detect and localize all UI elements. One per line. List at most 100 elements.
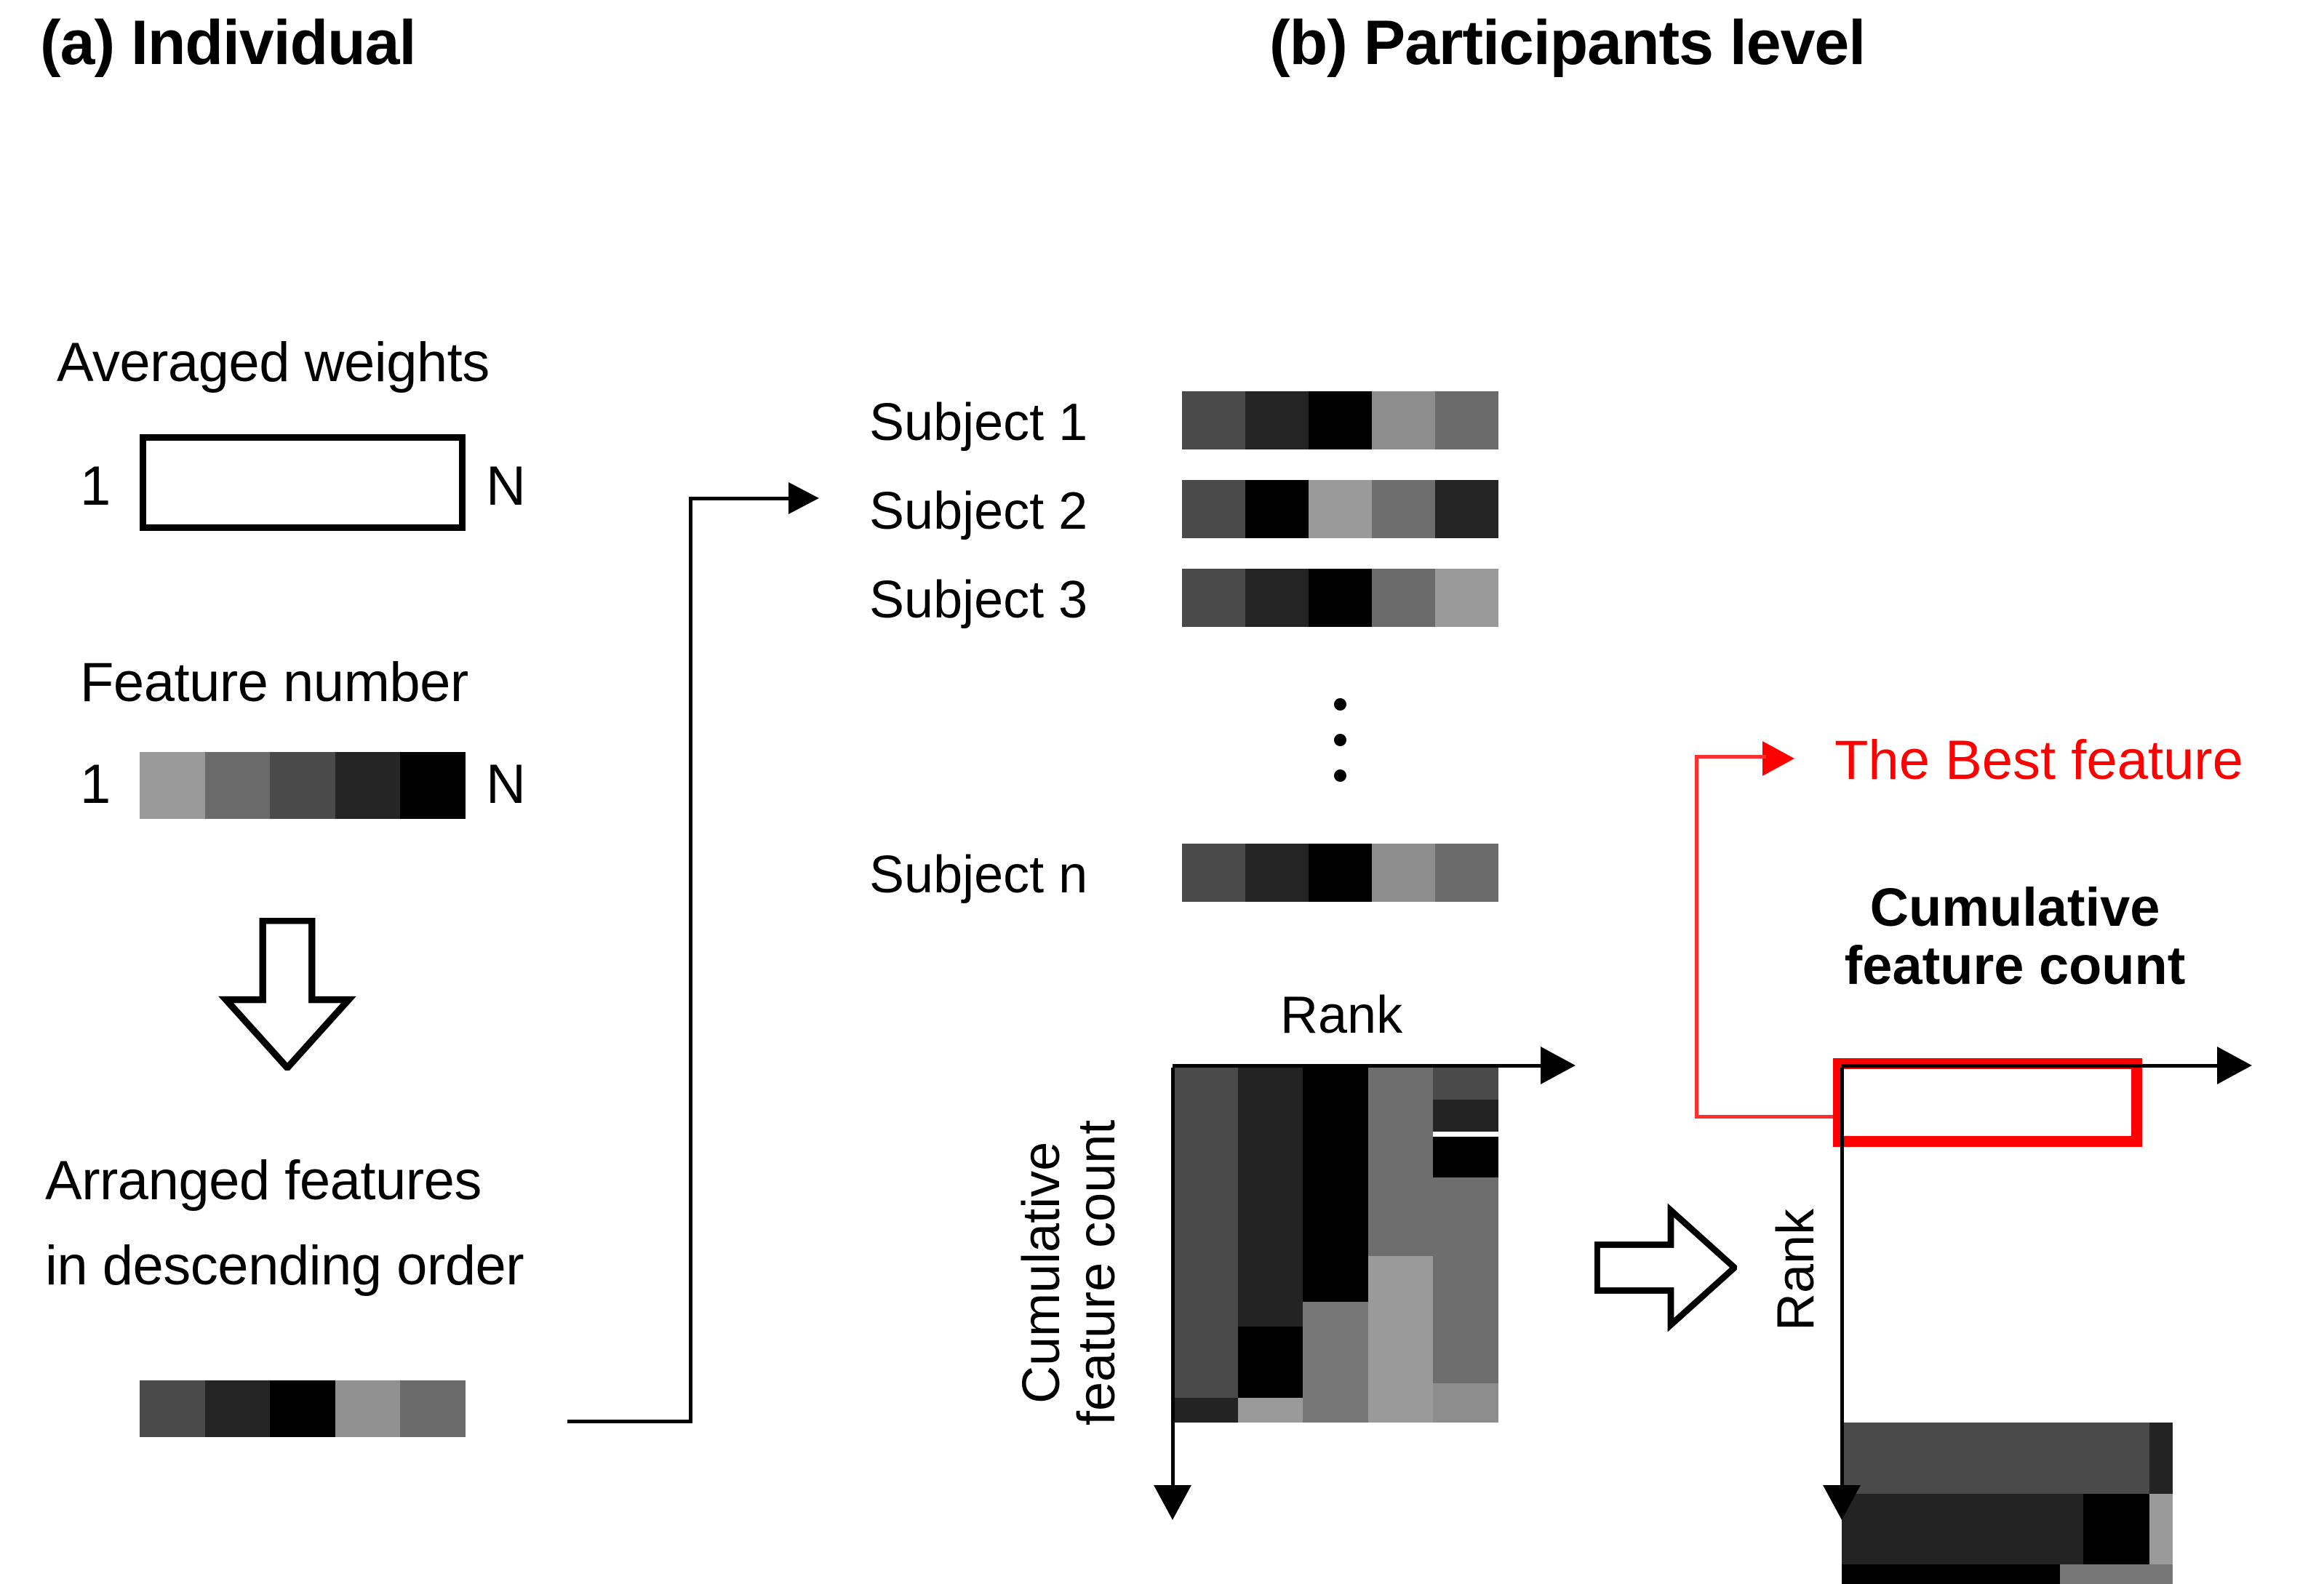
subject-2-strip — [1182, 480, 1498, 538]
subject-n-strip — [1182, 844, 1498, 902]
arranged-features-segment-2 — [204, 1380, 271, 1437]
averaged-weights-start-label: 1 — [80, 455, 111, 517]
best-feature-callout-vertical — [1695, 755, 1698, 1119]
subject-3-label: Subject 3 — [869, 571, 1088, 629]
feature-number-start-label: 1 — [80, 753, 111, 815]
left-cumulative-feature-count-map — [1173, 1068, 1498, 1423]
arranged-features-strip — [140, 1380, 466, 1437]
heatmap-cell-r2-b3 — [1237, 1397, 1303, 1423]
feature-number-caption: Feature number — [80, 652, 468, 713]
subject-n-label: Subject n — [869, 846, 1088, 904]
arranged-features-segment-3 — [270, 1380, 335, 1437]
connector-horizontal-lower — [567, 1420, 692, 1423]
right-map-title-line2: feature count — [1844, 935, 2186, 996]
subject-2-label: Subject 2 — [869, 482, 1088, 540]
subject-3-segment-2 — [1245, 569, 1309, 627]
subject-3-segment-1 — [1182, 569, 1245, 627]
heatmap-cell-r5-b1 — [1433, 1068, 1498, 1100]
left-map-y-axis-label-line1: Cumulative — [1013, 1141, 1071, 1404]
right-map-title: Cumulative feature count — [1797, 879, 2233, 995]
subject-2-segment-1 — [1182, 480, 1245, 538]
subject-2-segment-2 — [1245, 480, 1309, 538]
heatmap-cell-r1-b2 — [2149, 1423, 2173, 1494]
subject-2-segment-4 — [1372, 480, 1435, 538]
feature-number-segment-3 — [270, 752, 335, 819]
feature-number-end-label: N — [486, 753, 526, 815]
connector-vertical — [689, 497, 692, 1423]
heatmap-cell-r4-b2 — [1367, 1255, 1434, 1423]
subject-4-segment-5 — [1435, 844, 1498, 902]
subject-1-segment-5 — [1435, 391, 1498, 449]
subject-1-segment-4 — [1372, 391, 1435, 449]
best-feature-callout-horizontal-top — [1695, 755, 1766, 759]
feature-number-segment-2 — [204, 752, 271, 819]
right-map-top-axis — [1842, 1064, 2220, 1068]
heatmap-cell-r5-b4 — [1433, 1137, 1498, 1178]
averaged-weights-end-label: N — [486, 455, 526, 517]
heatmap-cell-r3-b2 — [1303, 1302, 1368, 1423]
arranged-features-segment-4 — [335, 1380, 401, 1437]
feature-number-strip — [140, 752, 466, 819]
right-map-left-axis — [1840, 1068, 1844, 1488]
subject-3-segment-4 — [1372, 569, 1435, 627]
heatmap-cell-r3-b1 — [1303, 1068, 1368, 1303]
connector-arrowhead-icon — [788, 482, 819, 514]
heatmap-cell-r1-b1 — [1173, 1068, 1238, 1398]
heatmap-cell-r2-b3 — [2149, 1493, 2173, 1565]
heatmap-cell-r5-b6 — [1433, 1383, 1498, 1423]
panel-b-title: (b) Participants level — [1269, 8, 1866, 78]
feature-number-segment-1 — [140, 752, 205, 819]
heatmap-cell-r3-b1 — [1842, 1564, 2061, 1584]
subject-2-segment-3 — [1309, 480, 1372, 538]
subject-4-segment-1 — [1182, 844, 1245, 902]
connector-horizontal-upper — [689, 497, 792, 500]
heatmap-cell-r5-b5 — [1433, 1177, 1498, 1384]
right-cumulative-feature-count-map — [1842, 1423, 2173, 1584]
subject-1-segment-3 — [1309, 391, 1372, 449]
left-map-left-axis — [1171, 1068, 1175, 1488]
arranged-features-caption-line1: Arranged features — [45, 1150, 482, 1212]
vertical-ellipsis-icon — [1333, 698, 1347, 782]
heatmap-cell-r5-b3 — [1433, 1131, 1498, 1137]
feature-number-segment-5 — [400, 752, 466, 819]
heatmap-cell-r3-b2 — [2060, 1564, 2173, 1584]
subject-1-strip — [1182, 391, 1498, 449]
right-map-y-axis-label: Rank — [1767, 1208, 1825, 1331]
arranged-features-segment-5 — [400, 1380, 466, 1437]
subject-4-segment-2 — [1245, 844, 1309, 902]
heatmap-cell-r1-b1 — [1842, 1423, 2150, 1494]
panel-a-title: (a) Individual — [40, 8, 416, 78]
subject-1-segment-1 — [1182, 391, 1245, 449]
best-feature-arrowhead-icon — [1762, 741, 1794, 776]
best-feature-callout-horizontal-bottom — [1695, 1115, 1844, 1119]
subject-1-segment-2 — [1245, 391, 1309, 449]
right-map-y-axis-label-text: Rank — [1767, 1208, 1825, 1331]
arranged-features-caption-line2: in descending order — [45, 1235, 524, 1297]
heatmap-cell-r2-b2 — [2083, 1493, 2150, 1565]
subject-2-segment-5 — [1435, 480, 1498, 538]
averaged-weights-caption: Averaged weights — [57, 332, 490, 393]
right-map-y-axis-arrow-icon — [1823, 1485, 1861, 1520]
heatmap-cell-r2-b1 — [1842, 1493, 2084, 1565]
left-map-y-axis-arrow-icon — [1154, 1485, 1191, 1520]
arranged-features-segment-1 — [140, 1380, 205, 1437]
right-map-x-axis-arrow-icon — [2217, 1047, 2252, 1084]
subject-3-segment-5 — [1435, 569, 1498, 627]
left-map-y-axis-label: Cumulative feature count — [1013, 1120, 1126, 1425]
heatmap-cell-r4-b1 — [1367, 1068, 1434, 1256]
subject-4-segment-4 — [1372, 844, 1435, 902]
down-block-arrow-icon — [218, 917, 356, 1073]
best-feature-highlight-box — [1833, 1058, 2142, 1147]
heatmap-cell-r5-b2 — [1433, 1099, 1498, 1132]
heatmap-cell-r1-b2 — [1173, 1397, 1238, 1423]
subject-4-segment-3 — [1309, 844, 1372, 902]
left-map-x-axis-label: Rank — [1280, 986, 1403, 1044]
subject-3-strip — [1182, 569, 1498, 627]
heatmap-cell-r2-b2 — [1237, 1327, 1303, 1398]
subject-3-segment-3 — [1309, 569, 1372, 627]
left-map-x-axis-arrow-icon — [1541, 1047, 1576, 1084]
heatmap-cell-r2-b1 — [1237, 1068, 1303, 1327]
right-map-title-line1: Cumulative — [1869, 877, 2160, 937]
best-feature-label: The Best feature — [1834, 729, 2243, 791]
